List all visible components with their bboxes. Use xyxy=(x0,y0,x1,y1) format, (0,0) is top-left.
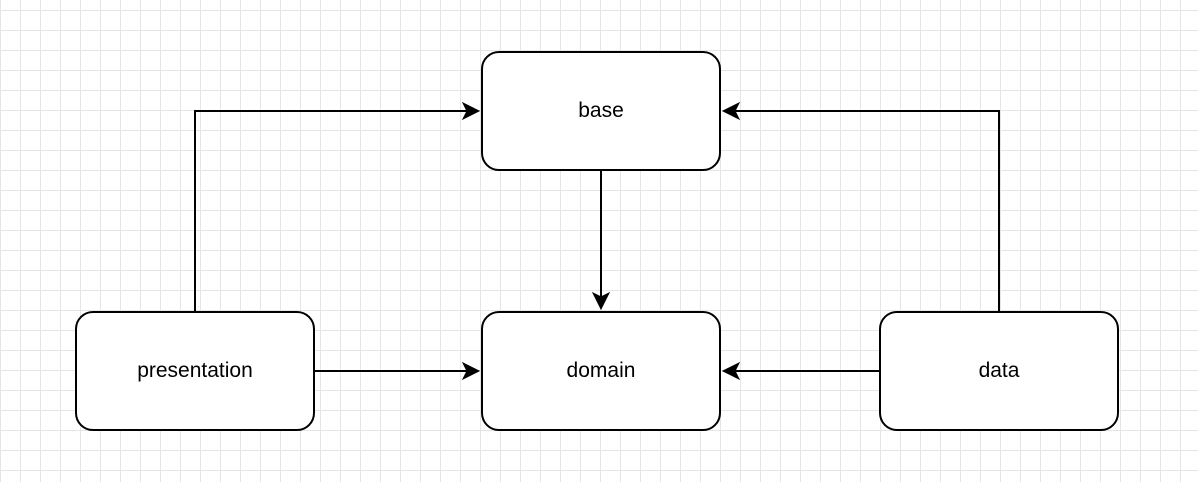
edge-data-to-base[interactable] xyxy=(721,101,1000,311)
arrowhead-icon xyxy=(461,361,481,381)
edge-presentation-to-domain[interactable] xyxy=(315,361,481,381)
arrowhead-icon xyxy=(721,361,741,381)
edge-base-to-domain[interactable] xyxy=(591,171,611,311)
node-label: presentation xyxy=(137,359,253,382)
arrowhead-icon xyxy=(721,101,741,121)
node-label: base xyxy=(578,99,624,122)
node-label: domain xyxy=(566,359,636,382)
edge-presentation-to-base[interactable] xyxy=(194,101,481,311)
node-base[interactable]: base xyxy=(481,51,721,171)
arrowhead-icon xyxy=(461,101,481,121)
node-label: data xyxy=(978,359,1020,382)
arrowhead-icon xyxy=(591,291,611,311)
edge-data-to-domain[interactable] xyxy=(721,361,879,381)
node-data[interactable]: data xyxy=(879,311,1119,431)
node-presentation[interactable]: presentation xyxy=(75,311,315,431)
node-domain[interactable]: domain xyxy=(481,311,721,431)
